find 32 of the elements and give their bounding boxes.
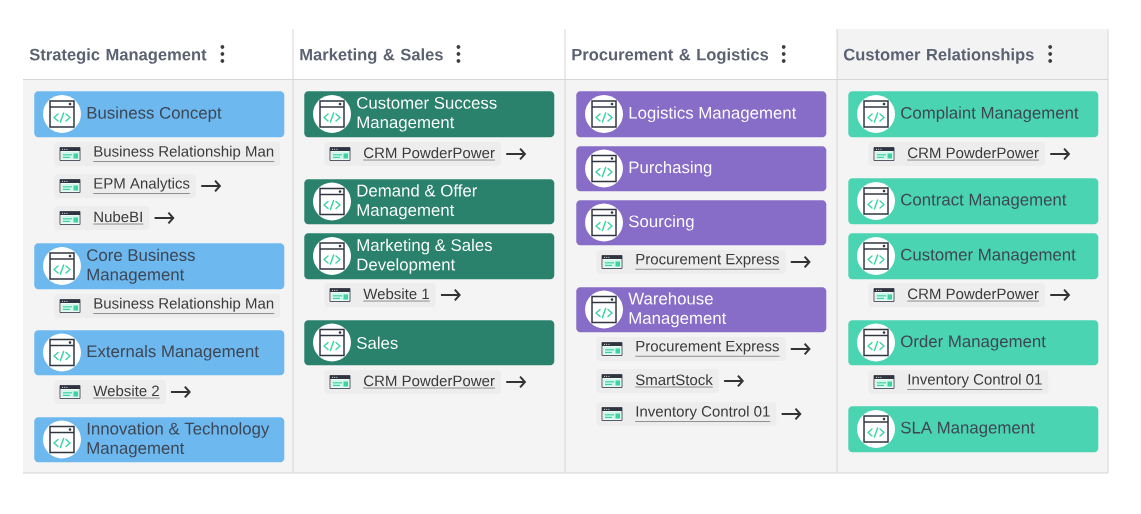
node-label: Marketing & Sales xyxy=(300,48,443,64)
capability-box: Marketing & Sales Development xyxy=(304,233,555,280)
application-link: EPM Analytics xyxy=(54,174,196,198)
capability-box: Innovation & Technology Management xyxy=(34,417,285,463)
capability-box: Business Concept xyxy=(34,91,285,138)
capability-box: Externals Management xyxy=(34,330,285,376)
capability-box: SLA Management xyxy=(848,406,1099,453)
capability-box: Customer Success Management xyxy=(304,91,555,138)
capability-box: Customer Management xyxy=(848,233,1099,280)
node-label: Strategic Management xyxy=(29,48,207,64)
application-link: Business Relationship Man xyxy=(54,294,281,318)
application-link: Inventory Control 01 xyxy=(596,402,777,426)
application-link: Procurement Express xyxy=(596,337,786,361)
capability-box: Contract Management xyxy=(848,178,1099,225)
capability-box: Complaint Management xyxy=(848,91,1099,138)
application-link: Procurement Express xyxy=(596,250,786,274)
application-link: Business Relationship Man xyxy=(54,142,281,166)
application-link: CRM PowderPower xyxy=(324,370,501,394)
capability-box: Warehouse Management xyxy=(576,287,827,333)
capability-box: Demand & Offer Management xyxy=(304,179,555,225)
node-label: Customer Relationships xyxy=(843,48,1034,64)
application-link: CRM PowderPower xyxy=(868,283,1045,307)
capability-box: Core Business Management xyxy=(34,243,285,290)
application-link: Inventory Control 01 xyxy=(868,370,1049,394)
capability-box: Logistics Management xyxy=(576,91,827,138)
capability-box: Order Management xyxy=(848,320,1099,366)
application-link: CRM PowderPower xyxy=(868,142,1045,166)
node-label: Procurement & Logistics xyxy=(572,48,769,64)
application-link: CRM PowderPower xyxy=(324,142,501,166)
capability-box: Sourcing xyxy=(576,200,827,246)
capability-box: Purchasing xyxy=(576,146,827,192)
capability-box: Sales xyxy=(304,320,555,366)
